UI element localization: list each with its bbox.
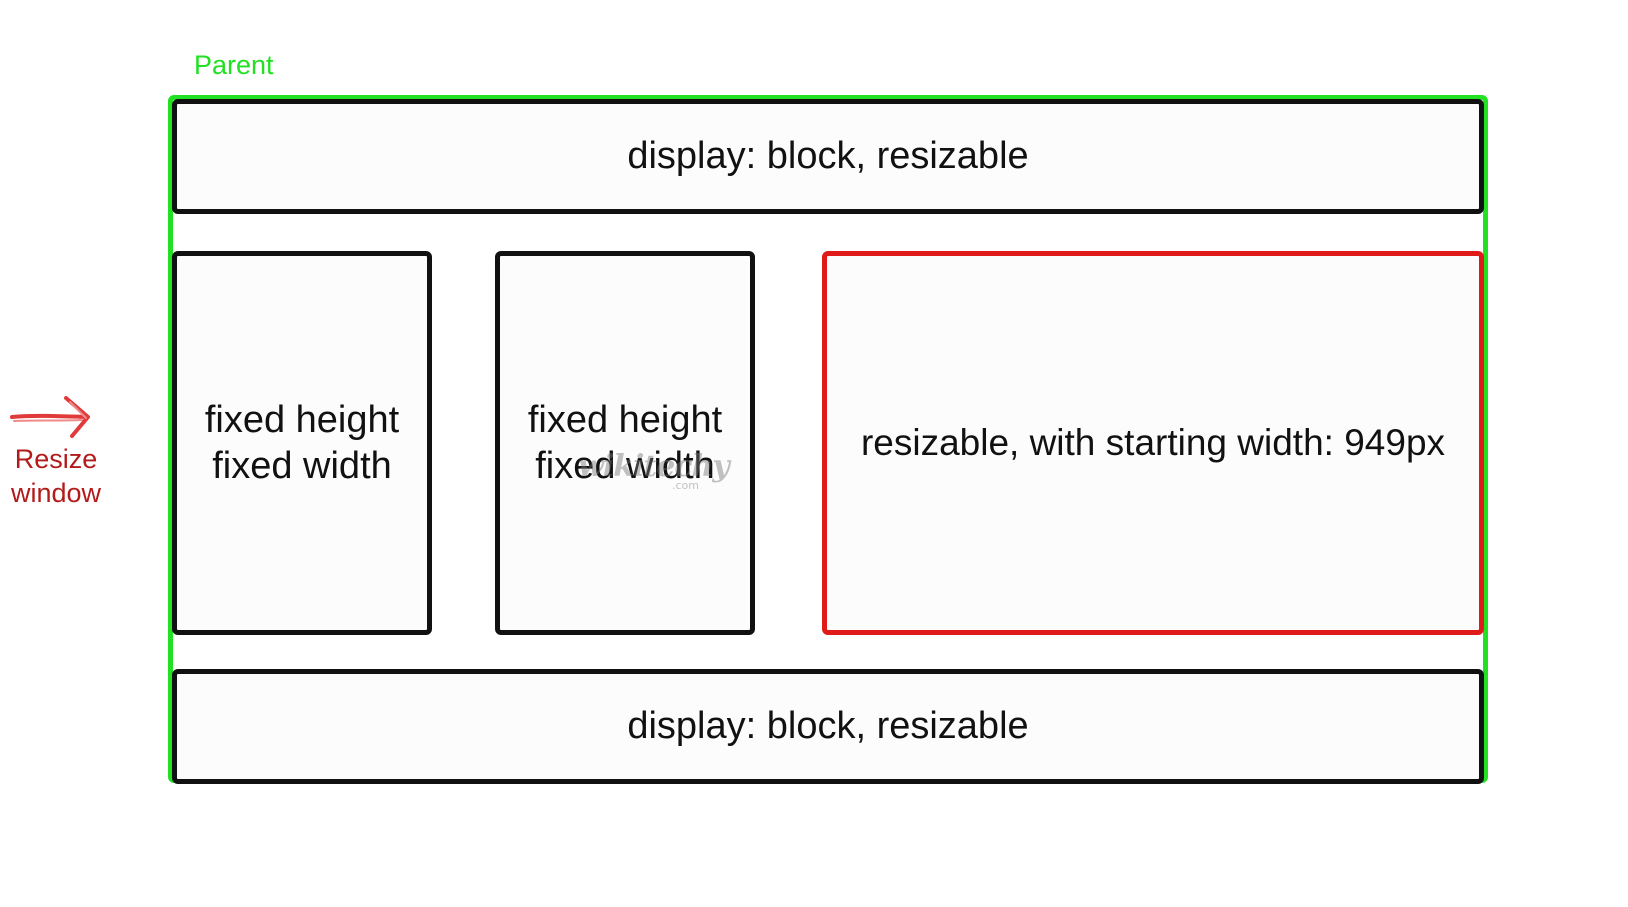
top-block-label: display: block, resizable	[627, 135, 1029, 178]
fixed-box-1-line2: fixed width	[212, 445, 392, 487]
watermark-logo: wikitechy	[578, 449, 730, 484]
fixed-box-1: fixed height fixed width	[172, 251, 432, 635]
resizable-box: resizable, with starting width: 949px	[822, 251, 1484, 635]
bottom-block-box: display: block, resizable	[172, 669, 1484, 784]
fixed-box-2: fixed height fixed width	[495, 251, 755, 635]
fixed-box-2-line1: fixed height	[527, 398, 723, 441]
resize-label-line1: Resize	[14, 444, 98, 474]
top-block-box: display: block, resizable	[172, 99, 1484, 214]
watermark-domain: .com	[672, 479, 699, 492]
fixed-box-2-line2: fixed width	[535, 445, 715, 487]
fixed-box-1-line1: fixed height	[204, 398, 400, 441]
resize-window-label: Resize window	[0, 443, 112, 511]
resizable-box-label: resizable, with starting width: 949px	[860, 422, 1446, 464]
resize-label-line2: window	[10, 477, 102, 508]
parent-label: Parent	[194, 50, 274, 80]
arrow-right-icon	[10, 396, 90, 438]
bottom-block-label: display: block, resizable	[627, 705, 1029, 748]
